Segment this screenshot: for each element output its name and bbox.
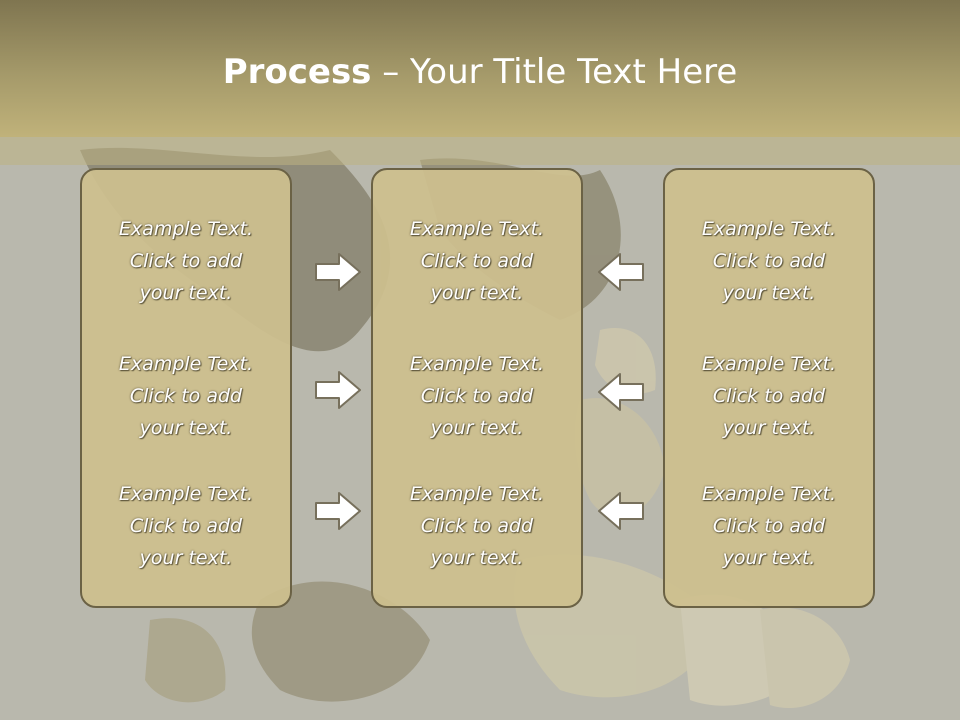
text-placeholder[interactable]: Example Text. Click to add your text. bbox=[665, 478, 873, 574]
arrow-left-icon bbox=[598, 492, 644, 530]
slide-title[interactable]: Process – Your Title Text Here bbox=[0, 52, 960, 92]
text-placeholder[interactable]: Example Text. Click to add your text. bbox=[82, 213, 290, 309]
text-line: Example Text. bbox=[409, 483, 545, 505]
text-line: Click to add bbox=[712, 515, 826, 537]
text-line: Example Text. bbox=[118, 483, 254, 505]
text-line: your text. bbox=[139, 282, 233, 304]
text-line: Click to add bbox=[129, 515, 243, 537]
text-line: Example Text. bbox=[701, 353, 837, 375]
text-line: Click to add bbox=[129, 250, 243, 272]
process-box-left[interactable]: Example Text. Click to add your text. Ex… bbox=[80, 168, 292, 608]
header-band bbox=[0, 137, 960, 165]
text-line: Example Text. bbox=[118, 218, 254, 240]
text-line: your text. bbox=[139, 417, 233, 439]
text-line: Example Text. bbox=[701, 218, 837, 240]
text-placeholder[interactable]: Example Text. Click to add your text. bbox=[665, 213, 873, 309]
text-placeholder[interactable]: Example Text. Click to add your text. bbox=[373, 348, 581, 444]
text-placeholder[interactable]: Example Text. Click to add your text. bbox=[82, 348, 290, 444]
text-line: Click to add bbox=[420, 250, 534, 272]
text-line: your text. bbox=[430, 547, 524, 569]
text-line: your text. bbox=[722, 547, 816, 569]
process-box-right[interactable]: Example Text. Click to add your text. Ex… bbox=[663, 168, 875, 608]
arrow-right-icon bbox=[315, 492, 361, 530]
process-box-middle[interactable]: Example Text. Click to add your text. Ex… bbox=[371, 168, 583, 608]
text-line: your text. bbox=[430, 417, 524, 439]
text-line: Example Text. bbox=[118, 353, 254, 375]
text-placeholder[interactable]: Example Text. Click to add your text. bbox=[82, 478, 290, 574]
text-line: Click to add bbox=[420, 385, 534, 407]
arrow-right-icon bbox=[315, 371, 361, 409]
text-line: your text. bbox=[722, 417, 816, 439]
text-placeholder[interactable]: Example Text. Click to add your text. bbox=[665, 348, 873, 444]
title-bar bbox=[0, 0, 960, 137]
title-bold-text: Process bbox=[222, 52, 372, 92]
text-line: Click to add bbox=[712, 385, 826, 407]
arrow-left-icon bbox=[598, 373, 644, 411]
text-line: Click to add bbox=[129, 385, 243, 407]
text-line: your text. bbox=[139, 547, 233, 569]
text-line: Example Text. bbox=[409, 218, 545, 240]
text-line: Example Text. bbox=[409, 353, 545, 375]
text-placeholder[interactable]: Example Text. Click to add your text. bbox=[373, 478, 581, 574]
title-rest-text: – Your Title Text Here bbox=[371, 52, 738, 92]
text-line: Click to add bbox=[712, 250, 826, 272]
text-placeholder[interactable]: Example Text. Click to add your text. bbox=[373, 213, 581, 309]
text-line: Click to add bbox=[420, 515, 534, 537]
arrow-right-icon bbox=[315, 253, 361, 291]
arrow-left-icon bbox=[598, 253, 644, 291]
text-line: Example Text. bbox=[701, 483, 837, 505]
text-line: your text. bbox=[722, 282, 816, 304]
text-line: your text. bbox=[430, 282, 524, 304]
